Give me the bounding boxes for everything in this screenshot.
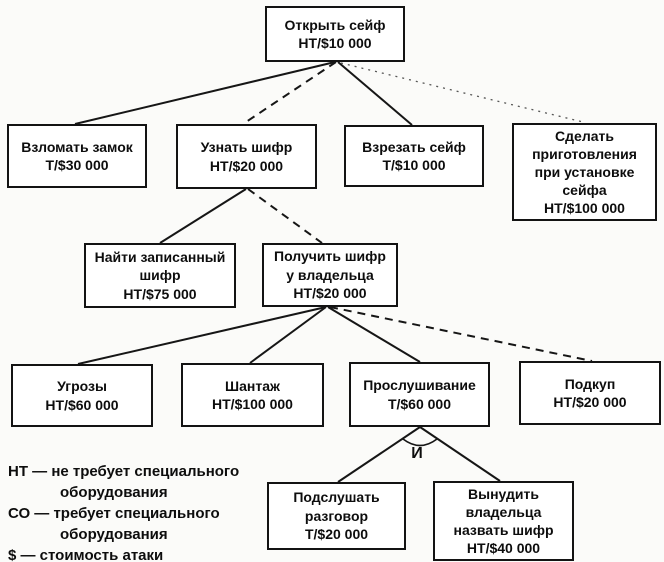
node-overhear-talk: Подслушать разговор Т/$20 000 <box>267 482 406 550</box>
edge-learn-combo-to-find-written <box>159 188 247 244</box>
legend-entry-so-continuation: оборудования <box>60 526 168 543</box>
legend-entry-nt-continuation: оборудования <box>60 484 168 501</box>
edge-get-from-owner-to-bribery <box>329 306 593 362</box>
legend-entry-so: СО — требует специального оборудования <box>8 503 239 545</box>
node-learn-combo: Узнать шифр НТ/$20 000 <box>176 124 317 189</box>
edge-eavesdropping-to-force-owner <box>419 426 501 482</box>
node-open-safe: Открыть сейф НТ/$10 000 <box>265 6 405 62</box>
edge-get-from-owner-to-blackmail <box>249 306 327 364</box>
legend: НТ — не требует специального оборудовани… <box>8 461 239 562</box>
edge-get-from-owner-to-eavesdropping <box>327 306 421 363</box>
node-break-lock: Взломать замок Т/$30 000 <box>7 124 147 188</box>
node-eavesdropping: Прослушивание Т/$60 000 <box>349 362 490 427</box>
and-gate-arc <box>402 438 438 447</box>
legend-entry-cost: $ — стоимость атаки <box>8 545 239 562</box>
node-blackmail: Шантаж НТ/$100 000 <box>181 363 324 427</box>
node-install-prep: Сделать приготовления при установке сейф… <box>512 123 657 221</box>
edge-open-safe-to-learn-combo <box>242 61 337 125</box>
node-find-written: Найти записанный шифр НТ/$75 000 <box>84 243 236 308</box>
node-get-from-owner: Получить шифр у владельца НТ/$20 000 <box>262 243 398 307</box>
edge-open-safe-to-cut-safe <box>337 61 413 126</box>
edge-open-safe-to-break-lock <box>74 61 336 125</box>
edge-get-from-owner-to-threats <box>77 306 327 365</box>
edge-open-safe-to-install-prep <box>340 62 584 123</box>
node-cut-safe: Взрезать сейф Т/$10 000 <box>344 125 484 187</box>
legend-entry-so-text: СО — требует специального <box>8 505 220 522</box>
edge-learn-combo-to-get-from-owner <box>247 188 323 244</box>
and-gate-label: И <box>411 445 423 462</box>
node-force-owner: Вынудить владельца назвать шифр НТ/$40 0… <box>433 481 574 561</box>
node-bribery: Подкуп НТ/$20 000 <box>519 361 661 425</box>
legend-entry-nt: НТ — не требует специального оборудовани… <box>8 461 239 503</box>
legend-entry-cost-text: $ — стоимость атаки <box>8 547 164 562</box>
legend-entry-nt-text: НТ — не требует специального <box>8 463 240 480</box>
edge-eavesdropping-to-overhear-talk <box>337 426 421 483</box>
node-threats: Угрозы НТ/$60 000 <box>11 364 153 427</box>
